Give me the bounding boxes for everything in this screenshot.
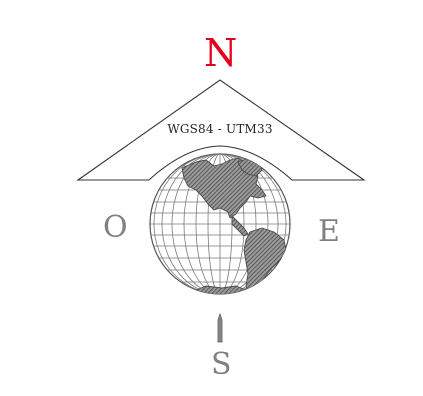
east-label: E	[318, 217, 340, 247]
globe-americas-icon	[140, 150, 300, 300]
south-america-shape	[244, 228, 286, 296]
antarctica-shape	[196, 286, 246, 300]
west-label: O	[103, 213, 128, 243]
north-label: N	[204, 34, 237, 72]
compass-needle-icon	[218, 314, 222, 342]
datum-label: WGS84 - UTM33	[164, 122, 276, 136]
south-label: S	[211, 350, 232, 380]
